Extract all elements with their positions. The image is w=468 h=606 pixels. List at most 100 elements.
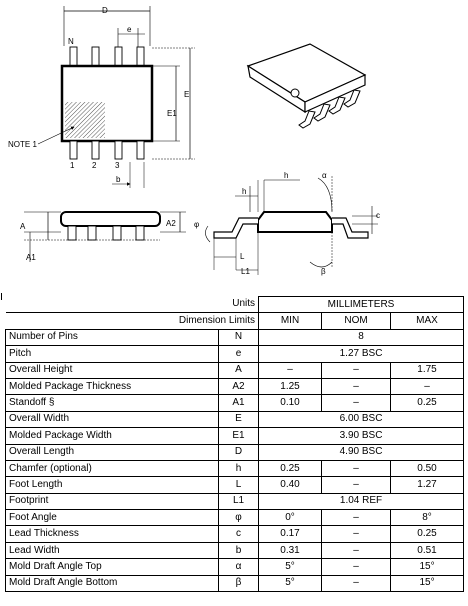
row-symbol: c <box>217 525 260 543</box>
row-name: Lead Thickness <box>5 525 219 543</box>
row-max: 1.75 <box>390 361 465 379</box>
row-nom: – <box>321 509 392 527</box>
iso-pin1-dot <box>290 88 300 98</box>
iso-lead-1 <box>298 110 316 129</box>
row-value: 4.90 BSC <box>258 443 465 461</box>
row-name: Number of Pins <box>5 328 219 347</box>
row-symbol: β <box>217 574 260 593</box>
col-nom: NOM <box>321 312 392 330</box>
row-name: Molded Package Width <box>5 427 219 445</box>
row-max: – <box>390 377 465 396</box>
pin-number-1: 1 <box>70 161 75 170</box>
row-nom: – <box>321 361 392 379</box>
row-name: Foot Angle <box>5 509 219 527</box>
row-nom: – <box>321 558 392 576</box>
dimension-limits-label: Dimension Limits <box>5 312 260 330</box>
pin-top-3 <box>114 46 123 68</box>
side-body <box>60 211 161 227</box>
row-min: 5° <box>258 558 323 576</box>
row-min: – <box>258 361 323 379</box>
row-symbol: b <box>217 541 260 560</box>
label-d: D <box>102 6 108 15</box>
top-view: D e N 1 2 3 NOTE 1 E E1 <box>8 6 195 188</box>
side-view: A A2 A1 <box>20 211 186 262</box>
table-header-limits: Dimension Limits MIN NOM MAX <box>5 312 465 330</box>
row-name: Molded Package Thickness <box>5 377 219 396</box>
row-max: 0.51 <box>390 541 465 560</box>
iso-lead-4 <box>343 89 361 108</box>
label-b: b <box>116 175 121 184</box>
row-name: Pitch <box>5 345 219 363</box>
row-name: Mold Draft Angle Top <box>5 558 219 576</box>
dimensions-table: Units MILLIMETERS Dimension Limits MIN N… <box>5 295 465 593</box>
row-nom: – <box>321 394 392 412</box>
pin-bottom-3 <box>114 140 123 160</box>
detail-lead-left <box>213 217 258 239</box>
row-min: 0.25 <box>258 459 323 478</box>
isometric-view <box>246 43 367 129</box>
row-max: 0.25 <box>390 394 465 412</box>
row-max: 0.50 <box>390 459 465 478</box>
row-max: 15° <box>390 574 465 593</box>
row-nom: – <box>321 377 392 396</box>
row-min: 5° <box>258 574 323 593</box>
units-label: Units <box>5 296 260 314</box>
units-value: MILLIMETERS <box>258 295 465 314</box>
row-max: 0.25 <box>390 525 465 543</box>
detail-lead-right <box>332 217 369 239</box>
label-e: e <box>127 25 132 34</box>
row-max: 1.27 <box>390 476 465 494</box>
label-c: c <box>376 211 380 220</box>
row-symbol: A2 <box>217 377 260 396</box>
pin-top-4 <box>136 46 145 68</box>
row-value: 6.00 BSC <box>258 410 465 429</box>
pin-bottom-2 <box>91 140 100 160</box>
label-alpha: α <box>322 171 327 180</box>
label-h-left: h <box>242 187 246 196</box>
row-symbol: D <box>217 443 260 461</box>
row-symbol: L1 <box>217 492 260 511</box>
pin-top-1 <box>69 46 78 68</box>
pin-bottom-4 <box>136 140 145 160</box>
row-max: 8° <box>390 509 465 527</box>
row-symbol: A <box>217 361 260 379</box>
row-name: Chamfer (optional) <box>5 459 219 478</box>
page-edge-mark <box>1 293 2 300</box>
label-beta: β <box>321 267 326 276</box>
pin-top-2 <box>91 46 100 68</box>
row-min: 0.31 <box>258 541 323 560</box>
row-value: 1.27 BSC <box>258 345 465 363</box>
label-h-top: h <box>284 171 288 180</box>
label-note-1: NOTE 1 <box>8 140 37 149</box>
row-min: 0.40 <box>258 476 323 494</box>
detail-body <box>257 211 333 233</box>
row-symbol: φ <box>217 509 260 527</box>
row-symbol: A1 <box>217 394 260 412</box>
row-nom: – <box>321 574 392 593</box>
row-name: Overall Height <box>5 361 219 379</box>
row-max: 15° <box>390 558 465 576</box>
row-symbol: α <box>217 558 260 576</box>
pin1-index-area <box>65 102 105 138</box>
package-outline-drawing: D e N 1 2 3 NOTE 1 E E1 <box>8 6 380 276</box>
row-symbol: E <box>217 410 260 429</box>
row-name: Overall Length <box>5 443 219 461</box>
iso-lead-3 <box>328 96 346 115</box>
row-nom: – <box>321 459 392 478</box>
row-symbol: N <box>217 328 260 347</box>
row-value: 8 <box>258 328 465 347</box>
row-name: Mold Draft Angle Bottom <box>5 574 219 593</box>
